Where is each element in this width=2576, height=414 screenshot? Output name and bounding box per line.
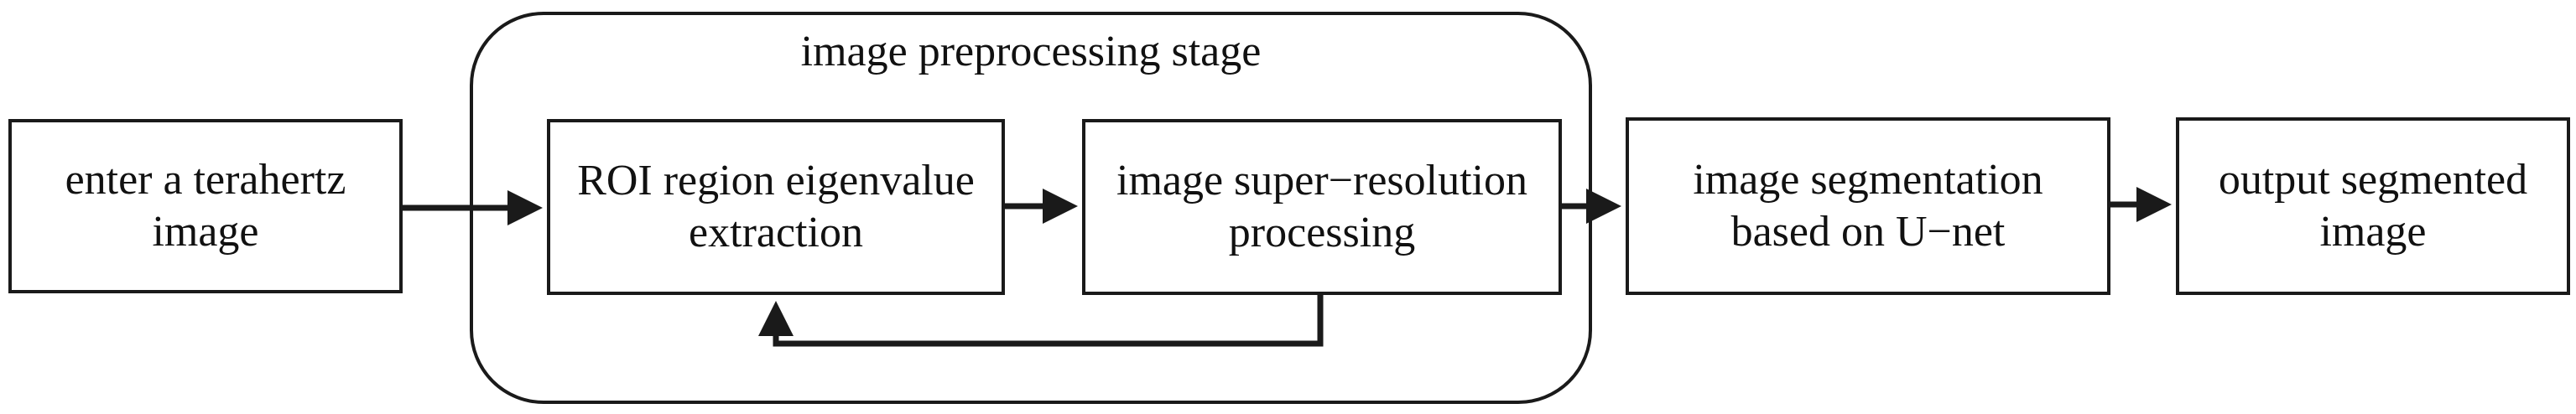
unet-segmentation-label: image segmentation based on U−net	[1693, 156, 2043, 256]
input-image-node: enter a terahertz image	[8, 119, 403, 293]
input-image-label: enter a terahertz image	[65, 156, 346, 256]
output-image-label: output segmented image	[2218, 156, 2528, 256]
output-image-node: output segmented image	[2176, 117, 2570, 295]
preprocessing-stage-title: image preprocessing stage	[800, 28, 1262, 75]
roi-extraction-node: ROI region eigenvalue extraction	[547, 119, 1005, 295]
roi-extraction-label: ROI region eigenvalue extraction	[577, 157, 975, 256]
super-resolution-node: image super−resolution processing	[1082, 119, 1562, 295]
super-resolution-label: image super−resolution processing	[1116, 157, 1527, 256]
unet-segmentation-node: image segmentation based on U−net	[1626, 117, 2110, 295]
